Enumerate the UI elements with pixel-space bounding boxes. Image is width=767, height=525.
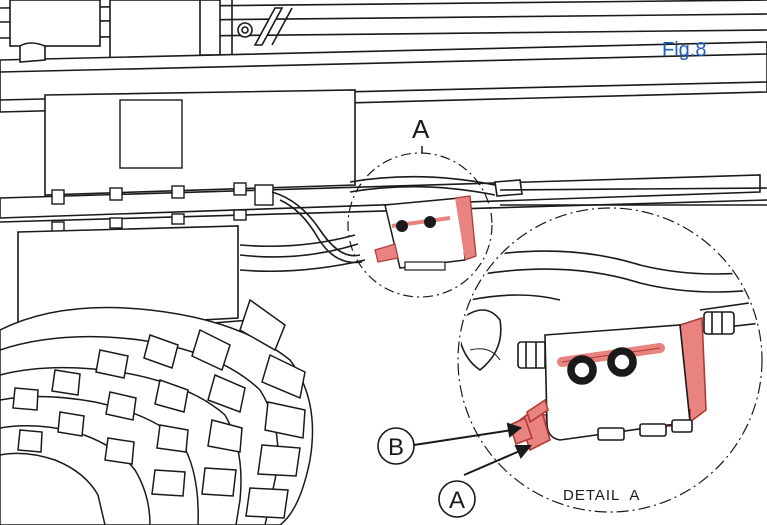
figure-label: Fig.8 xyxy=(662,39,706,61)
detail-marker: A xyxy=(412,114,430,144)
callout-b-label: B xyxy=(388,434,404,461)
bar-bolts xyxy=(51,182,274,233)
detail-caption: DETAIL A xyxy=(563,487,640,504)
detail-a-view xyxy=(457,207,763,513)
machine-frame xyxy=(0,0,767,223)
small-detail-circle xyxy=(347,152,493,298)
tire xyxy=(0,298,314,525)
callout-a: A xyxy=(438,480,476,518)
hoses xyxy=(239,175,767,273)
callout-leaders xyxy=(413,422,533,476)
callout-b: B xyxy=(377,427,415,465)
callout-a-label: A xyxy=(449,487,465,514)
